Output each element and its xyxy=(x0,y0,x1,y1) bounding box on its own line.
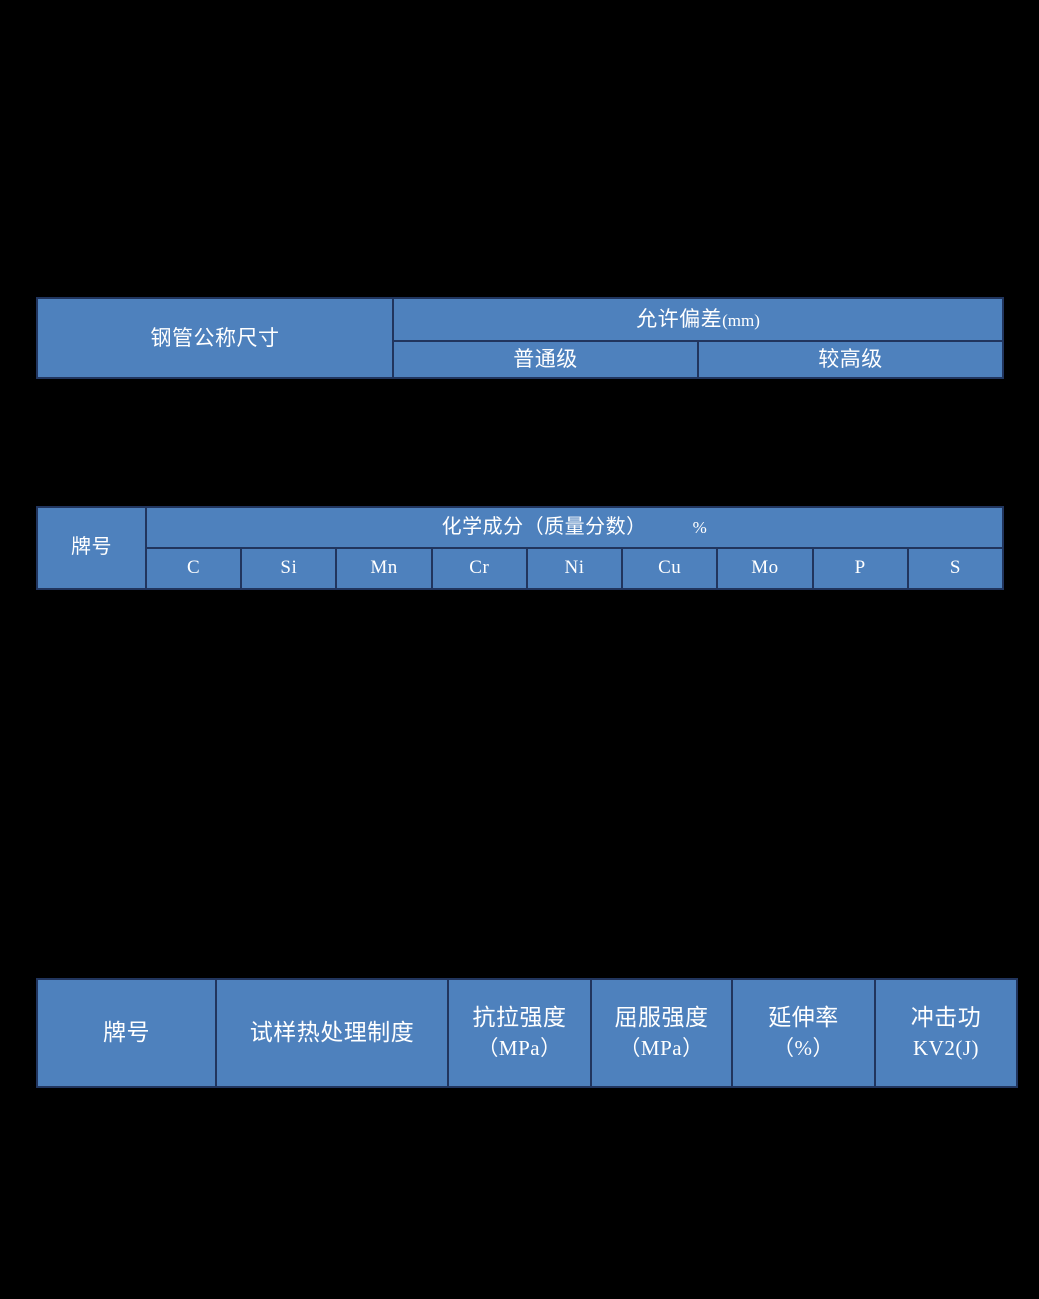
chemistry-group-header-unit: % xyxy=(692,517,708,537)
mechanical-header-tensile-strength-line1: 抗拉强度 xyxy=(472,1004,567,1030)
chemistry-group-header-text: 化学成分（质量分数） xyxy=(441,515,647,538)
chemistry-element-p: P xyxy=(811,547,909,590)
tolerance-group-header-unit: (mm) xyxy=(722,311,760,331)
tolerance-nominal-size-header: 钢管公称尺寸 xyxy=(36,297,394,379)
mechanical-header-yield-strength-unit: （MPa） xyxy=(619,1036,704,1061)
table-row: C Si Mn Cr Ni Cu Mo P S xyxy=(37,547,1005,590)
mechanical-header-tensile-strength: 抗拉强度 （MPa） xyxy=(447,978,592,1088)
chemistry-grade-header: 牌号 xyxy=(36,506,147,590)
mechanical-header-tensile-strength-unit: （MPa） xyxy=(477,1036,562,1061)
chemical-composition-table: 牌号 化学成分（质量分数）% C Si Mn Cr Ni Cu Mo P S xyxy=(36,506,1005,590)
chemistry-element-ni: Ni xyxy=(525,547,624,590)
chemistry-element-mo: Mo xyxy=(716,547,814,590)
mechanical-header-impact-energy-unit: KV2(J) xyxy=(913,1036,979,1061)
mechanical-header-impact-energy: 冲击功 KV2(J) xyxy=(874,978,1018,1088)
mechanical-header-yield-strength-line1: 屈服强度 xyxy=(614,1004,709,1030)
table-row: 牌号 化学成分（质量分数）% xyxy=(36,506,1004,590)
chemistry-element-si: Si xyxy=(240,547,338,590)
chemistry-element-cu: Cu xyxy=(621,547,719,590)
mechanical-header-grade: 牌号 xyxy=(36,978,217,1088)
mechanical-header-grade-line1: 牌号 xyxy=(103,1019,150,1045)
chemistry-group-header: 化学成分（质量分数）% xyxy=(145,506,1004,549)
mechanical-header-heat-treatment-line1: 试样热处理制度 xyxy=(249,1019,415,1045)
tolerance-subheader-ordinary: 普通级 xyxy=(392,340,699,379)
tolerance-table: 钢管公称尺寸 允许偏差(mm) 普通级 较高级 xyxy=(36,297,1004,379)
chemistry-element-cr: Cr xyxy=(430,547,528,590)
tolerance-subheader-higher: 较高级 xyxy=(697,340,1004,379)
chemistry-element-mn: Mn xyxy=(335,547,433,590)
chemistry-element-s: S xyxy=(906,547,1005,590)
mechanical-properties-table: 牌号 试样热处理制度 抗拉强度 （MPa） 屈服强度 （MPa） 延伸率 （%） xyxy=(36,978,1018,1088)
tolerance-group-header: 允许偏差(mm) xyxy=(392,297,1004,342)
mechanical-header-impact-energy-line1: 冲击功 xyxy=(910,1004,982,1030)
mechanical-header-heat-treatment: 试样热处理制度 xyxy=(215,978,449,1088)
mechanical-header-yield-strength: 屈服强度 （MPa） xyxy=(590,978,733,1088)
chemistry-element-c: C xyxy=(144,547,243,590)
table-row: 普通级 较高级 xyxy=(37,340,1004,379)
mechanical-header-elongation-unit: （%） xyxy=(773,1036,834,1061)
tolerance-group-header-text: 允许偏差 xyxy=(636,307,723,332)
mechanical-header-elongation: 延伸率 （%） xyxy=(731,978,876,1088)
table-row: 牌号 试样热处理制度 抗拉强度 （MPa） 屈服强度 （MPa） 延伸率 （%） xyxy=(36,978,1018,1088)
mechanical-header-elongation-line1: 延伸率 xyxy=(768,1004,839,1030)
table-row: 钢管公称尺寸 允许偏差(mm) xyxy=(36,297,1004,379)
